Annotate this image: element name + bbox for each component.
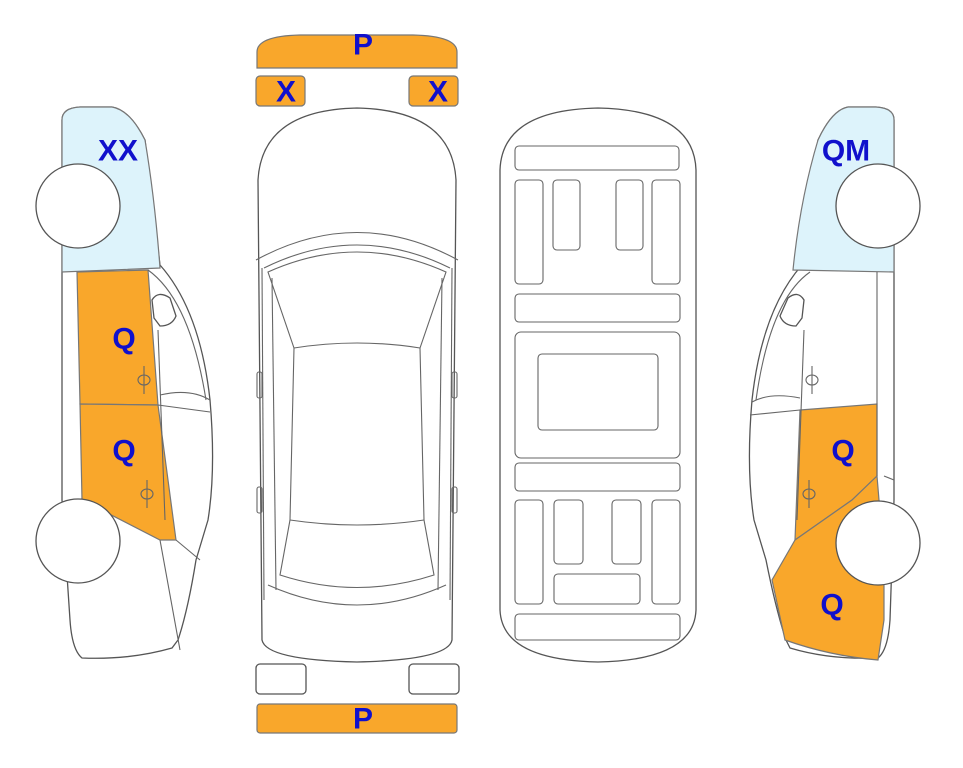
left-windshield-mark: XX bbox=[98, 135, 138, 168]
rear-bumper-mark: P bbox=[353, 703, 373, 736]
left-rear-door-part[interactable] bbox=[79, 403, 177, 541]
right-rear-door-mark: Q bbox=[831, 435, 854, 468]
front-light-left-part[interactable] bbox=[255, 75, 306, 107]
left-front-wheel bbox=[35, 163, 121, 249]
right-front-wheel bbox=[835, 163, 921, 249]
front-bumper-mark: P bbox=[353, 29, 373, 62]
rear-parts bbox=[255, 663, 460, 734]
right-rear-wheel bbox=[835, 500, 921, 586]
left-front-door-mark: Q bbox=[112, 323, 135, 356]
right-windshield-mark: QM bbox=[822, 135, 870, 168]
front-light-right-mark: X bbox=[428, 76, 448, 109]
rear-light-right-part[interactable] bbox=[408, 663, 460, 695]
left-door-handle-front bbox=[137, 366, 151, 394]
right-door-handle-rear bbox=[802, 480, 816, 508]
left-rear-door-mark: Q bbox=[112, 435, 135, 468]
car-left-side-view bbox=[35, 106, 214, 659]
front-light-left-mark: X bbox=[276, 76, 296, 109]
front-light-right-part[interactable] bbox=[408, 75, 459, 107]
left-rear-wheel bbox=[35, 498, 121, 584]
front-parts bbox=[255, 34, 459, 107]
rear-light-left-part[interactable] bbox=[255, 663, 307, 695]
car-right-side-view bbox=[748, 106, 921, 661]
car-underbody-view bbox=[499, 107, 697, 663]
car-top-view bbox=[255, 107, 459, 663]
right-door-handle-front bbox=[805, 366, 819, 394]
rear-bumper-part[interactable] bbox=[256, 703, 458, 734]
right-rear-quarter-mark: Q bbox=[820, 589, 843, 622]
damage-marks: P X X P XX Q Q QM Q Q bbox=[98, 29, 870, 736]
front-bumper-part[interactable] bbox=[256, 34, 458, 69]
left-door-handle-rear bbox=[140, 480, 154, 508]
